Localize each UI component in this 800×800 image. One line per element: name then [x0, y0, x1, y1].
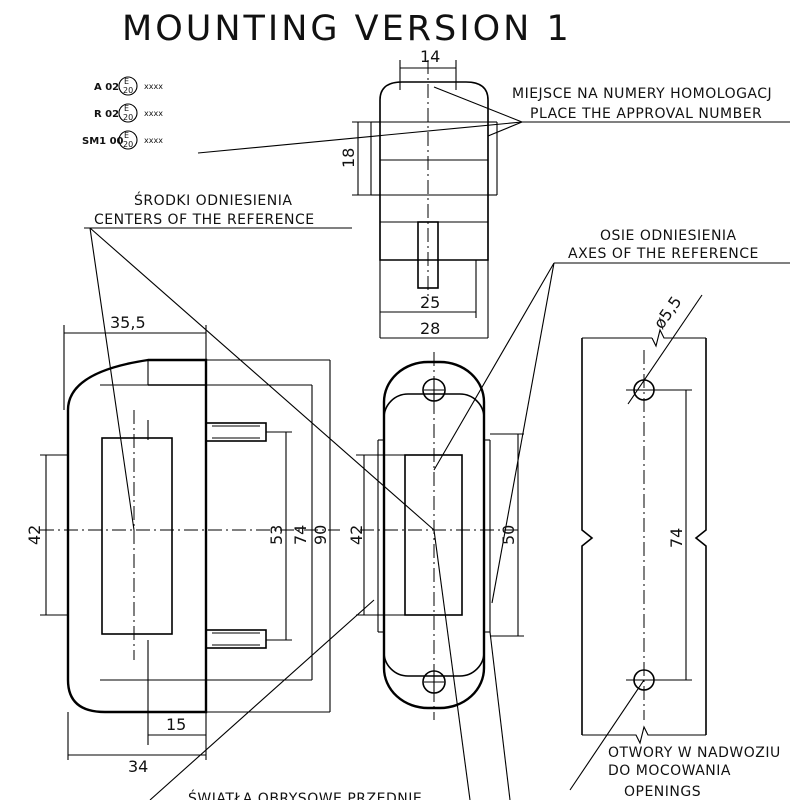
approval-mark-r-prefix: R 02 [94, 109, 119, 120]
dim-front-50: 50 [499, 525, 518, 545]
bottom-leader-1 [149, 599, 375, 800]
dim-top-outer: 28 [420, 319, 440, 338]
note-holes-pl-2: DO MOCOWANIA [608, 763, 731, 779]
dim-side-74: 74 [291, 525, 310, 545]
approval-leader-1 [433, 86, 523, 123]
dim-side-42: 42 [25, 525, 44, 545]
approval-mark-a-suffix: xxxx [144, 82, 163, 91]
bottom-leader-2 [433, 529, 471, 800]
dim-side-15: 15 [166, 715, 186, 734]
approval-mark-r-e: E [124, 104, 129, 113]
note-axes-en: AXES OF THE REFERENCE [568, 246, 759, 262]
holes-view [581, 294, 707, 745]
approval-mark-sm1-prefix: SM1 00 [82, 136, 124, 147]
top-view [352, 60, 498, 339]
note-approval-en: PLACE THE APPROVAL NUMBER [530, 106, 762, 122]
approval-mark-sm1: SM1 00 E 20 xxxx [82, 130, 163, 150]
approval-mark-sm1-e: E [124, 131, 129, 140]
note-bottom-partial: ŚWIATŁA OBRYSOWE PRZEDNIE [188, 789, 422, 800]
approval-leader-2 [487, 121, 523, 137]
note-approval-pl: MIEJSCE NA NUMERY HOMOLOGACJ [512, 86, 772, 102]
e-circle-icon [118, 76, 138, 96]
note-holes-en-1: OPENINGS [624, 784, 701, 800]
approval-mark-a-sub: 20 [123, 86, 133, 95]
approval-mark-a: A 02 E 20 xxxx [94, 76, 163, 96]
axes-leader-1 [433, 262, 555, 471]
note-holes-pl-1: OTWORY W NADWOZIU [608, 745, 781, 761]
centers-leader-1 [89, 227, 135, 531]
e-circle-icon [118, 130, 138, 150]
dim-top-inner: 25 [420, 293, 440, 312]
approval-mark-r-sub: 20 [123, 113, 133, 122]
approval-mark-a-prefix: A 02 [94, 82, 119, 93]
note-centers-en: CENTERS OF THE REFERENCE [94, 212, 315, 228]
axes-leader-2 [491, 262, 555, 604]
approval-mark-r-suffix: xxxx [144, 109, 163, 118]
front-view [356, 352, 524, 720]
holes-leader [569, 679, 645, 791]
dim-hole-spacing: 74 [667, 528, 686, 548]
e-circle-icon [118, 103, 138, 123]
note-axes-pl: OSIE ODNIESIENIA [600, 228, 737, 244]
approval-mark-sm1-suffix: xxxx [144, 136, 163, 145]
bottom-leader-3 [489, 631, 511, 800]
dim-side-90: 90 [311, 525, 330, 545]
dim-front-42: 42 [347, 525, 366, 545]
approval-mark-r: R 02 E 20 xxxx [94, 103, 163, 123]
dim-top-width: 14 [420, 47, 440, 66]
side-view [40, 325, 340, 760]
approval-mark-a-e: E [124, 77, 129, 86]
dim-top-height: 18 [339, 148, 358, 168]
centers-leader-2 [89, 227, 435, 531]
dim-side-53: 53 [267, 525, 286, 545]
approval-leader-line [197, 121, 523, 154]
drawing-title: MOUNTING VERSION 1 [122, 9, 572, 49]
dim-side-35-5: 35,5 [110, 313, 146, 332]
dim-side-34: 34 [128, 757, 148, 776]
note-centers-pl: ŚRODKI ODNIESIENIA [134, 191, 292, 209]
approval-mark-sm1-sub: 20 [123, 140, 133, 149]
